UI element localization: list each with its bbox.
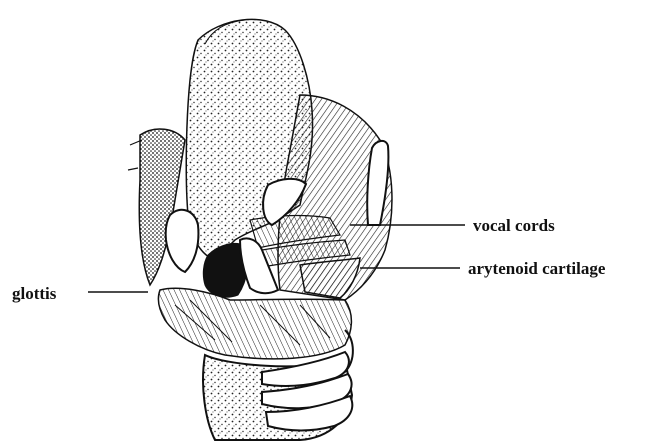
label-vocal-cords: vocal cords xyxy=(473,217,555,234)
lower-larynx xyxy=(158,288,351,359)
label-glottis: glottis xyxy=(12,285,56,302)
label-arytenoid-cartilage: arytenoid cartilage xyxy=(468,260,605,277)
